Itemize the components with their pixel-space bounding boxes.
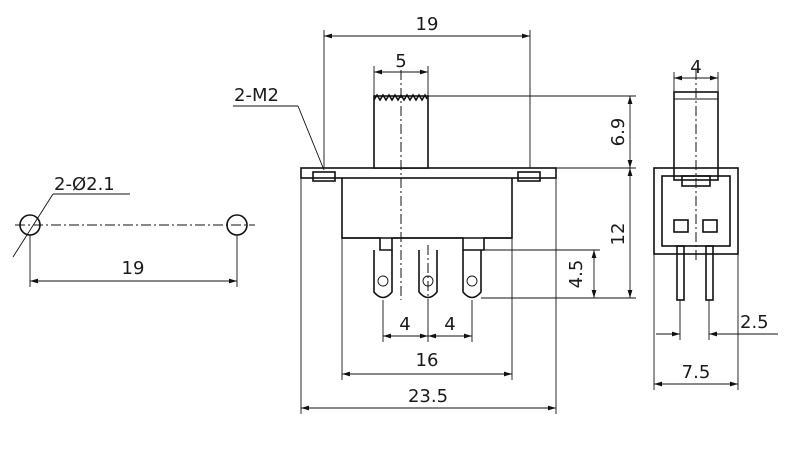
top-width-label: 19 [416,14,439,35]
side-actuator-width-label: 4 [690,57,701,78]
actuator-height-label: 6.9 [608,118,629,147]
hole-diameter-label: 2-Ø2.1 [54,174,115,195]
hole-pattern-view: 19 2-Ø2.1 [12,174,255,287]
mount-thread-label: 2-M2 [234,85,279,106]
overall-width-label: 23.5 [408,386,448,407]
terminal-length-label: 4.5 [566,260,587,289]
pin-pitch-label-1: 4 [399,314,410,335]
side-overall-width-label: 7.5 [682,362,711,383]
side-pin-spacing-label: 2.5 [740,312,769,333]
side-view: 4 2.5 7.5 [653,57,778,390]
actuator-width-label: 5 [395,51,406,72]
hole-spacing-label: 19 [122,258,145,279]
body-width-label: 16 [416,350,439,371]
front-view: 19 5 2-M2 6.9 12 4.5 4 4 16 [233,14,636,414]
body-height-label: 12 [608,223,629,246]
pin-pitch-label-2: 4 [444,314,455,335]
